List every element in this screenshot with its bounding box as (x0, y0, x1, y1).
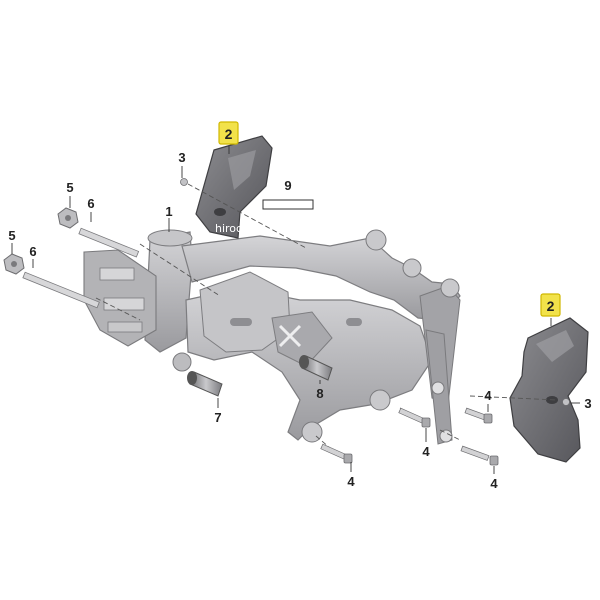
right-frame-cover (509, 317, 589, 463)
callout-bushing-right: 8 (316, 386, 323, 401)
bushing-left (187, 371, 223, 397)
highlight-box-right (540, 293, 561, 317)
callout-bolt-d: 4 (347, 474, 355, 489)
top-frame-cover (195, 135, 273, 239)
screw-top (180, 178, 188, 186)
nut-lower (3, 253, 25, 275)
bolt-b (464, 407, 493, 424)
stud-lower (22, 271, 100, 309)
callout-bolt-c: 4 (490, 476, 498, 491)
watermark-text: hirochi (215, 222, 252, 235)
callout-bushing-left: 7 (214, 410, 221, 425)
callout-bolt-b: 4 (422, 444, 430, 459)
reference-label-box (262, 199, 314, 210)
bushing-right (299, 355, 333, 381)
screw-right (562, 398, 570, 406)
stud-upper (78, 227, 140, 258)
highlight-box-top (218, 121, 239, 145)
callout-cover-right: 2 (547, 298, 555, 314)
callout-screw-right: 3 (584, 396, 591, 411)
callout-frame: 1 (165, 204, 172, 219)
callout-cover-top: 2 (225, 126, 233, 142)
fasteners (3, 178, 570, 466)
bolt-a (398, 407, 431, 428)
bolt-c (460, 445, 499, 466)
callout-reference: 9 (284, 178, 291, 193)
callout-bolt-a: 4 (484, 388, 492, 403)
callout-stud-upper: 6 (87, 196, 94, 211)
bolt-d (320, 443, 353, 464)
callout-screw-top: 3 (178, 150, 185, 165)
leader-lines (11, 146, 580, 474)
callout-nut-lower: 5 (8, 228, 15, 243)
callout-stud-lower: 6 (29, 244, 36, 259)
callout-nut-upper: 5 (66, 180, 73, 195)
nut-upper (57, 207, 79, 229)
